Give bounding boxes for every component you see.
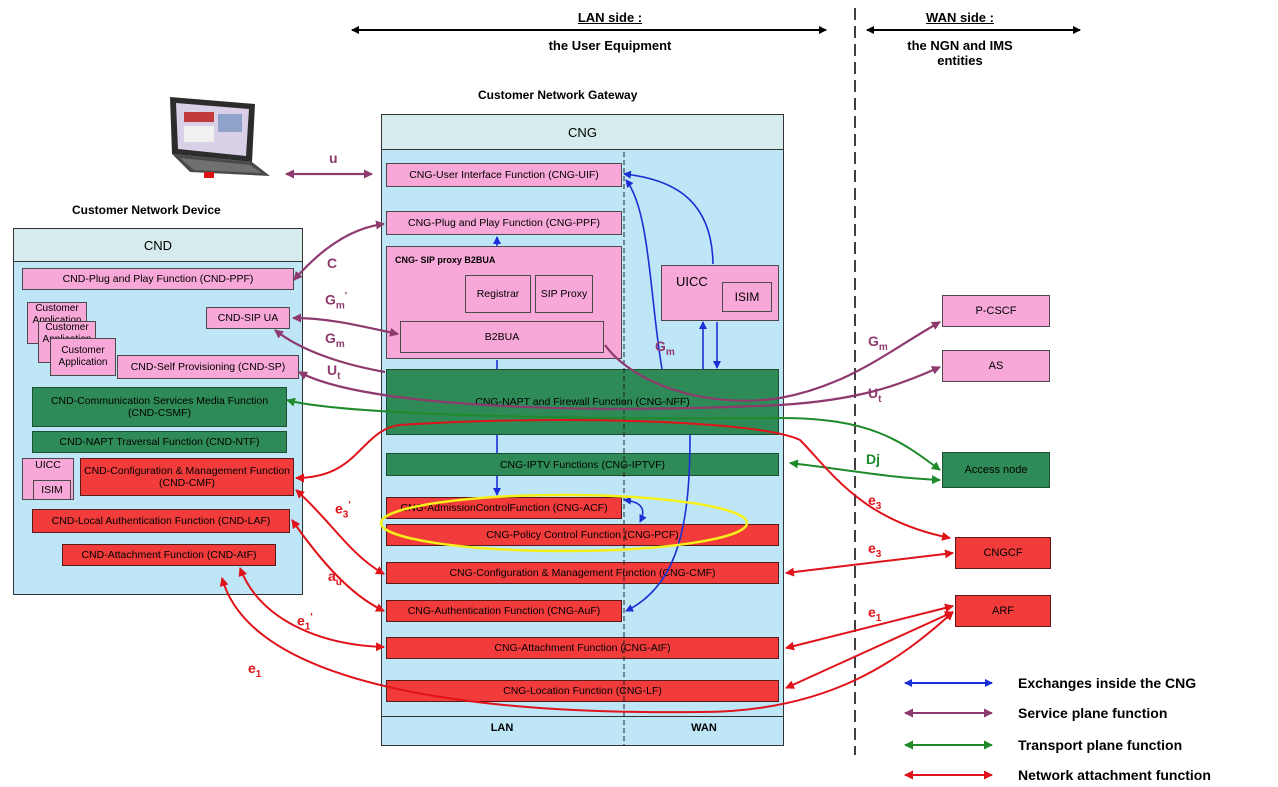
cng-caption: Customer Network Gateway bbox=[478, 88, 638, 102]
gm-prime-arrow bbox=[292, 313, 399, 337]
wan-side-subtitle: the NGN and IMS entities bbox=[907, 38, 1013, 68]
lan-side-title: LAN side : bbox=[577, 10, 643, 25]
cng-sip-proxy-title: CNG- SIP proxy B2BUA bbox=[395, 255, 496, 265]
access-node-box: Access node bbox=[942, 452, 1050, 488]
cngcf-box: CNGCF bbox=[955, 537, 1051, 569]
cng-isim: ISIM bbox=[722, 282, 772, 312]
label-e1-lan: e1 bbox=[248, 660, 262, 680]
cnd-csmf-access-node-arrow bbox=[286, 397, 941, 471]
label-e1-prime: e1' bbox=[297, 612, 313, 633]
cnd-isim: ISIM bbox=[33, 480, 71, 500]
cnd-atf: CND-Attachment Function (CND-AtF) bbox=[62, 544, 276, 566]
cng-wan-label: WAN bbox=[691, 722, 717, 734]
cng-uicc-label: UICC bbox=[676, 274, 708, 289]
e1-lf-arf-arrow bbox=[785, 611, 954, 689]
label-au: au bbox=[328, 568, 342, 588]
cnd-customer-app-3: Customer Application bbox=[50, 338, 116, 376]
cng-uif: CNG-User Interface Function (CNG-UIF) bbox=[386, 163, 622, 187]
ut-arrow bbox=[298, 365, 941, 410]
pcscf-box: P-CSCF bbox=[942, 295, 1050, 327]
blue-arrow-uicc-uif bbox=[623, 170, 714, 265]
label-e1-wan: e1 bbox=[868, 604, 882, 624]
gm-wan-arrow bbox=[604, 321, 941, 402]
label-e3-a: e3 bbox=[868, 492, 882, 512]
c-interface-arrow bbox=[293, 220, 385, 281]
legend-label-attachment: Network attachment function bbox=[1018, 767, 1211, 783]
cng-lan-label: LAN bbox=[490, 722, 514, 734]
e1-cnd-arf-arrow bbox=[219, 577, 954, 714]
cng-lf: CNG-Location Function (CNG-LF) bbox=[386, 680, 779, 702]
label-dj: Dj bbox=[866, 451, 880, 467]
wan-side-title: WAN side : bbox=[926, 10, 994, 25]
e3-cngcf-arrow bbox=[785, 549, 954, 577]
cng-atf: CNG-Attachment Function (CNG-AtF) bbox=[386, 637, 779, 659]
as-box: AS bbox=[942, 350, 1050, 382]
blue-arrow-acf-pcf bbox=[623, 496, 647, 523]
label-gm-lan: Gm bbox=[325, 330, 345, 350]
cnd-ppf: CND-Plug and Play Function (CND-PPF) bbox=[22, 268, 294, 290]
cnd-sip-ua: CND-SIP UA bbox=[206, 307, 290, 329]
label-ut-lan: Ut bbox=[327, 362, 341, 382]
label-gm-mid: Gm bbox=[655, 338, 675, 358]
legend-label-transport: Transport plane function bbox=[1018, 737, 1183, 753]
label-u: u bbox=[329, 150, 338, 166]
cnd-laf: CND-Local Authentication Function (CND-L… bbox=[32, 509, 290, 533]
cng-registrar: Registrar bbox=[465, 275, 531, 313]
cng-ppf: CNG-Plug and Play Function (CNG-PPF) bbox=[386, 211, 622, 235]
label-gm-wan: Gm bbox=[868, 333, 888, 353]
label-ut-wan: Ut bbox=[868, 385, 882, 405]
lan-side-subtitle: the User Equipment bbox=[548, 38, 672, 53]
blue-arrow-nff-auf bbox=[625, 434, 691, 612]
label-gm-prime: Gm' bbox=[325, 291, 348, 312]
cng-footer-divider bbox=[382, 716, 783, 717]
arf-box: ARF bbox=[955, 595, 1051, 627]
cnd-cmf: CND-Configuration & Management Function … bbox=[80, 458, 294, 496]
legend-label-exchanges: Exchanges inside the CNG bbox=[1018, 675, 1197, 691]
cng-title: CNG bbox=[382, 115, 783, 150]
label-c: C bbox=[327, 255, 338, 271]
cnd-caption: Customer Network Device bbox=[72, 203, 221, 217]
cnd-csmf: CND-Communication Services Media Functio… bbox=[32, 387, 287, 427]
label-e3-b: e3 bbox=[868, 540, 882, 560]
cnd-self-provisioning: CND-Self Provisioning (CND-SP) bbox=[117, 355, 299, 379]
label-e3-prime: e3' bbox=[335, 500, 351, 521]
e3-cmf-arrow bbox=[295, 419, 951, 541]
cng-sip-proxy: SIP Proxy bbox=[535, 275, 593, 313]
laptop-icon bbox=[160, 92, 280, 187]
cnd-title: CND bbox=[14, 229, 302, 262]
blue-arrow-nff-uif bbox=[625, 179, 663, 370]
cnd-ntf: CND-NAPT Traversal Function (CND-NTF) bbox=[32, 431, 287, 453]
cng-b2bua: B2BUA bbox=[400, 321, 604, 353]
dj-arrow bbox=[789, 459, 941, 485]
admission-policy-ellipse bbox=[379, 493, 749, 553]
legend-label-service: Service plane function bbox=[1018, 705, 1168, 721]
